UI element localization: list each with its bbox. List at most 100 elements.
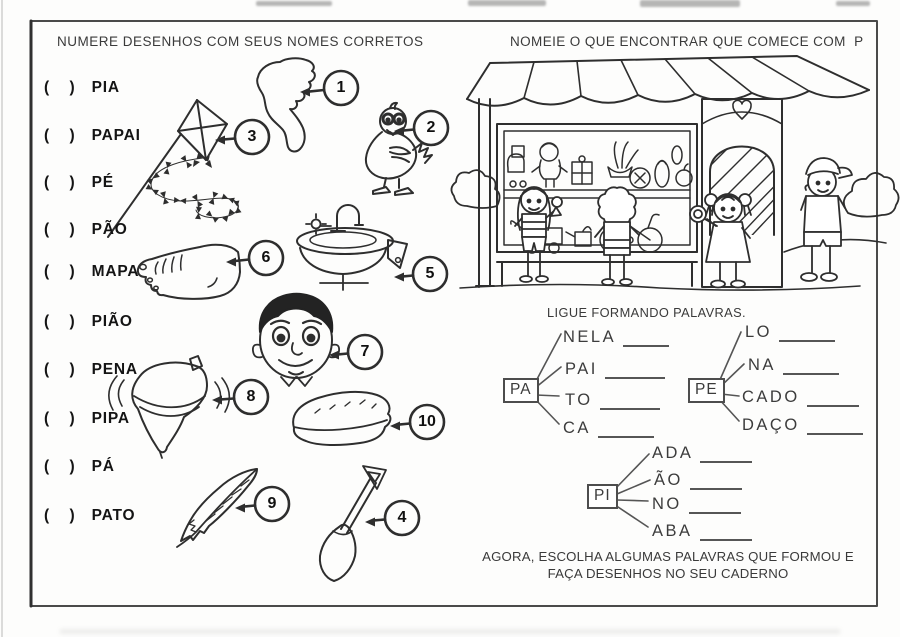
girl-with-lollipop xyxy=(689,189,752,289)
picture-number: 3 xyxy=(247,128,257,145)
kite-drawing xyxy=(107,99,242,238)
answer-blank xyxy=(782,358,839,375)
right-section-title: NOMEIE O QUE ENCONTRAR QUE COMECE COM P xyxy=(510,34,864,49)
child-back-view xyxy=(594,186,640,286)
number-circle-face xyxy=(329,333,384,371)
syllable-label: ABA xyxy=(652,522,693,540)
number-circle-feather xyxy=(235,485,291,523)
answer-parentheses: ( ) xyxy=(44,221,83,238)
answer-parentheses: ( ) xyxy=(44,507,83,524)
scan-artifact xyxy=(468,0,546,6)
syllable-label: NA xyxy=(748,356,776,374)
syllable-row: PAI xyxy=(565,360,665,379)
prefix-box-pi: PI xyxy=(587,484,618,509)
number-circle-bread xyxy=(390,403,446,441)
answer-parentheses: ( ) xyxy=(44,410,83,427)
answer-blank xyxy=(599,393,660,410)
number-circle-sink xyxy=(394,255,449,293)
word-row-papai: ( ) PAPAI xyxy=(44,127,141,145)
word-row-pe: ( ) PÉ xyxy=(44,174,114,192)
word-label: PÃO xyxy=(91,221,128,238)
shovel-drawing xyxy=(318,465,387,582)
prefix-box-pe: PE xyxy=(688,378,725,403)
scan-edge-shadow xyxy=(1,0,3,637)
bush-right xyxy=(842,172,900,218)
answer-blank xyxy=(689,473,742,490)
answer-parentheses: ( ) xyxy=(44,174,83,191)
connector-lines xyxy=(534,331,745,528)
number-circles xyxy=(212,69,450,537)
toy-stand-scene xyxy=(450,55,900,291)
footer-line-1: AGORA, ESCOLHA ALGUMAS PALAVRAS QUE FORM… xyxy=(482,549,854,564)
foot-drawing xyxy=(136,243,241,300)
syllable-row: NA xyxy=(748,356,839,375)
father-face-drawing xyxy=(251,292,341,387)
answer-blank xyxy=(779,325,836,342)
syllable-label: DAÇO xyxy=(742,416,800,434)
syllable-row: ÃO xyxy=(654,471,742,490)
syllable-row: ABA xyxy=(652,522,752,541)
syllable-row: CADO xyxy=(742,388,859,407)
syllable-label: PAI xyxy=(565,360,598,378)
syllable-label: CA xyxy=(563,419,591,437)
number-circle-kite xyxy=(215,118,271,156)
word-row-pa: ( ) PÁ xyxy=(44,458,115,476)
answer-parentheses: ( ) xyxy=(44,263,83,280)
picture-number: 4 xyxy=(397,509,407,526)
map-drawing xyxy=(256,57,316,153)
footer-line-2: FAÇA DESENHOS NO SEU CADERNO xyxy=(547,566,789,581)
answer-blank xyxy=(806,418,863,435)
syllable-label: NELA xyxy=(563,328,617,346)
stall-structure xyxy=(475,98,698,288)
worksheet-frame xyxy=(29,19,878,608)
picture-number: 10 xyxy=(418,413,436,430)
answer-blank xyxy=(604,362,665,379)
answer-parentheses: ( ) xyxy=(44,79,83,96)
word-row-pao: ( ) PÃO xyxy=(44,221,128,239)
number-circle-duck xyxy=(394,109,450,147)
picture-number: 6 xyxy=(261,249,271,266)
prefix-box-pa: PA xyxy=(503,378,539,403)
number-circle-shovel xyxy=(365,499,421,537)
picture-number: 5 xyxy=(425,265,435,282)
answer-blank xyxy=(623,330,670,347)
left-section-title: NUMERE DESENHOS COM SEUS NOMES CORRETOS xyxy=(57,34,424,49)
picture-number: 8 xyxy=(246,388,256,405)
word-label: PÉ xyxy=(91,174,114,191)
word-label: PIA xyxy=(91,79,120,96)
word-label: PIPA xyxy=(91,410,130,427)
scan-artifact xyxy=(640,0,740,7)
scan-artifact xyxy=(256,1,332,6)
word-label: MAPA xyxy=(91,263,140,280)
children xyxy=(514,157,853,289)
answer-blank xyxy=(700,446,753,463)
syllable-label: ÃO xyxy=(654,471,683,489)
bush-left xyxy=(450,169,501,209)
word-label: PENA xyxy=(91,361,138,378)
word-row-mapa: ( ) MAPA xyxy=(44,263,139,281)
spinning-top-drawing xyxy=(108,355,231,459)
word-label: PAPAI xyxy=(91,127,141,144)
picture-number: 7 xyxy=(360,343,370,360)
awning xyxy=(466,55,870,107)
number-circle-top xyxy=(212,378,270,416)
word-label: PIÃO xyxy=(91,313,133,330)
syllable-row: DAÇO xyxy=(742,416,863,435)
doorway xyxy=(701,98,783,288)
answer-parentheses: ( ) xyxy=(44,361,83,378)
word-label: PATO xyxy=(91,507,136,524)
word-row-piao: ( ) PIÃO xyxy=(44,313,133,331)
syllable-row: LO xyxy=(745,323,836,342)
duck-drawing xyxy=(364,101,433,196)
syllable-row: NELA xyxy=(563,328,670,347)
syllable-row: ADA xyxy=(652,444,753,463)
syllable-row: TO xyxy=(565,391,660,410)
syllable-label: ADA xyxy=(652,444,694,462)
bread-drawing xyxy=(292,390,392,447)
word-row-pena: ( ) PENA xyxy=(44,361,138,379)
sink-drawing xyxy=(296,204,408,291)
link-section-title: LIGUE FORMANDO PALAVRAS. xyxy=(547,305,746,320)
answer-parentheses: ( ) xyxy=(44,458,83,475)
